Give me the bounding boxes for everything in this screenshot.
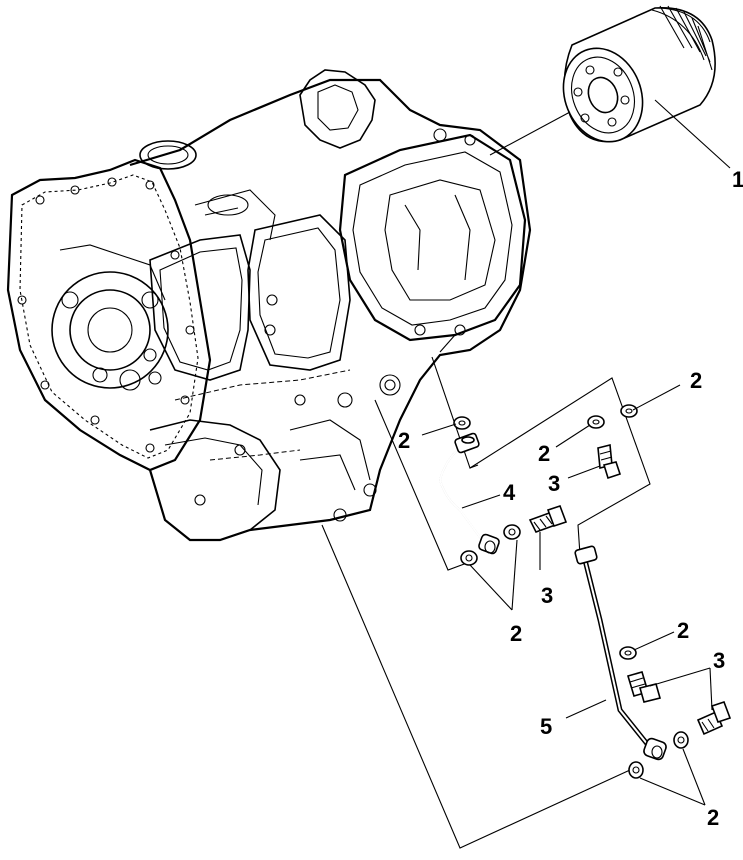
upper-oil-line	[438, 432, 500, 555]
banjo-bolt	[597, 443, 622, 480]
callout-3: 3	[541, 583, 553, 608]
sealing-washers	[453, 404, 689, 779]
lower-oil-line	[574, 545, 667, 761]
leader-lines	[421, 384, 713, 806]
callout-5: 5	[540, 714, 552, 739]
leader-callout-1	[654, 99, 731, 169]
banjo-bolt	[696, 700, 732, 736]
callout-3: 3	[713, 648, 725, 673]
callout-2: 2	[707, 805, 719, 830]
washer	[673, 731, 689, 749]
banjo-bolts	[528, 443, 732, 736]
washer	[453, 416, 471, 430]
banjo-bolt	[627, 671, 661, 703]
callout-2: 2	[538, 441, 550, 466]
banjo-bolt	[528, 504, 568, 533]
callout-2: 2	[510, 621, 522, 646]
callout-2: 2	[690, 368, 702, 393]
washer	[620, 404, 638, 418]
washer	[619, 646, 637, 660]
engine-crankcase	[6, 69, 532, 542]
washer	[587, 415, 605, 429]
washer	[460, 550, 478, 566]
oil-filter	[562, 5, 716, 143]
washer	[628, 761, 644, 779]
callout-4: 4	[503, 480, 516, 505]
callout-3: 3	[548, 471, 560, 496]
callout-1: 1	[732, 167, 743, 192]
assembly-guide-lines	[321, 334, 651, 849]
callout-2: 2	[398, 428, 410, 453]
leader-filter-to-block	[489, 111, 571, 156]
callout-2: 2	[677, 618, 689, 643]
washer	[503, 524, 521, 540]
